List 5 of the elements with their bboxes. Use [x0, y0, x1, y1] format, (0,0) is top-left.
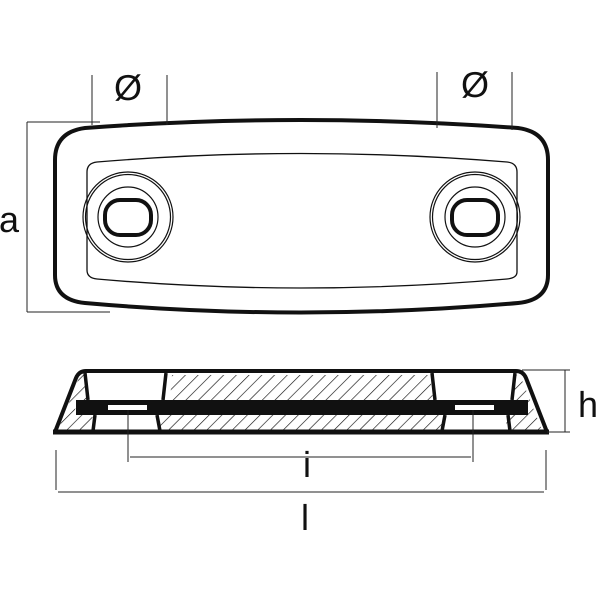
- dimension-label: Ø: [114, 70, 142, 106]
- dimension-label: a: [0, 202, 20, 238]
- dimension-label: l: [301, 500, 309, 536]
- dimension-label: h: [578, 387, 598, 423]
- dimension-label: Ø: [461, 67, 489, 103]
